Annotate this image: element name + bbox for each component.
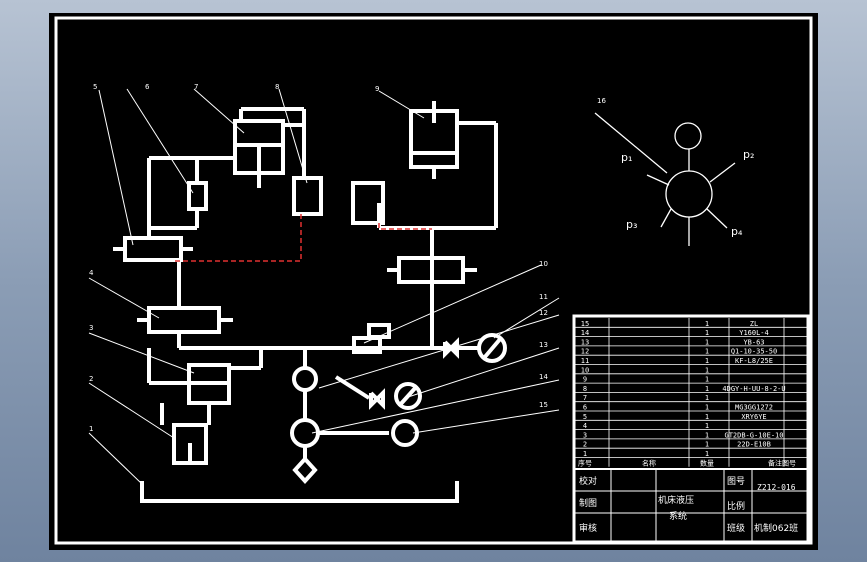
callout-4: 4 [89,269,94,277]
bom-cell-qty: 1 [705,441,709,449]
pressure-label-p4: p₄ [731,225,743,238]
label-check: 校对 [579,475,597,487]
bom-cell-qty: 1 [705,404,709,412]
bom-cell-qty: 1 [705,385,709,393]
callout-6: 6 [145,83,150,91]
bom-header-qty: 数量 [700,458,714,467]
callout-12: 12 [539,309,548,317]
callout-7: 7 [194,83,198,91]
bom-cell-no: 4 [583,422,587,430]
filter-15 [292,456,318,484]
bom-cell-qty: 1 [705,431,709,439]
bom-header-no: 序号 [578,458,592,467]
callout-leaders [88,88,560,484]
bom-cell-no: 14 [581,329,589,337]
drawing-border [54,16,813,545]
valve-small-left [187,181,208,211]
pressure-diagram [594,112,736,246]
bom-cell-no: 3 [583,431,587,439]
bom-cell-qty: 1 [705,320,709,328]
bom-cell-no: 9 [583,376,587,384]
bom-cell-no: 6 [583,404,587,412]
callout-5: 5 [93,83,97,91]
bom-header-remark: 备注图号 [768,458,796,467]
motor-14 [391,419,419,447]
bom-cell-no: 5 [583,413,587,421]
callout-15: 15 [539,401,548,409]
cad-viewport[interactable]: 5 6 7 8 9 16 4 3 2 1 10 11 12 13 14 15 p… [49,13,818,550]
bom-cell-qty: 1 [705,338,709,346]
bom-cell-qty: 1 [705,450,709,458]
label-review: 审核 [579,522,597,534]
bom-header-name: 名称 [642,458,656,467]
pressure-labels: p₁ p₂ p₃ p₄ [621,148,754,238]
callout-numbers: 5 6 7 8 9 16 4 3 2 1 10 11 12 13 14 15 [89,83,606,433]
bom-cell-spec: XRY6YE [741,413,766,421]
callout-10: 10 [539,260,548,268]
bom-cell-spec: Q1-10-35-50 [731,348,777,356]
drawing-number: Z212-016 [757,483,796,492]
bom-cell-qty: 1 [705,413,709,421]
callout-3: 3 [89,324,93,332]
bom-cell-spec: KF-L8/25E [735,357,773,365]
title-line2: 系统 [669,510,687,522]
bom-cell-no: 10 [581,366,589,374]
callout-14: 14 [539,373,548,381]
bom-cell-no: 7 [583,394,587,402]
bom-cell-spec: YB-63 [743,338,764,346]
callout-8: 8 [275,83,279,91]
callout-16: 16 [597,97,606,105]
bom-cell-qty: 1 [705,366,709,374]
callout-9: 9 [375,85,379,93]
bom-cell-no: 11 [581,357,589,365]
title-line1: 机床液压 [658,494,694,506]
bom-cell-no: 12 [581,348,589,356]
callout-13: 13 [539,341,548,349]
bom-cell-no: 8 [583,385,587,393]
label-drawn: 制图 [579,497,597,509]
gauge-12 [394,382,422,410]
valve-9b [351,181,385,225]
bom-cell-no: 15 [581,320,589,328]
bom-cell-no: 1 [583,450,587,458]
pilot-lines [175,214,432,262]
callout-2: 2 [89,375,93,383]
bom-cell-qty: 1 [705,376,709,384]
bom-cell-qty: 1 [705,422,709,430]
callout-1: 1 [89,425,93,433]
callout-11: 11 [539,293,548,301]
bom-cell-spec: Y160L-4 [739,329,769,337]
bom-cell-spec: 22D-E10B [737,441,771,449]
bom-cell-qty: 1 [705,357,709,365]
bom-cell-qty: 1 [705,348,709,356]
label-drawing-no: 图号 [727,476,745,487]
valve-6 [147,306,221,334]
valve-8 [292,176,323,216]
hydraulic-schematic: 5 6 7 8 9 16 4 3 2 1 10 11 12 13 14 15 p… [54,16,813,545]
bom-cell-spec: GT2DB-G-10E-10 [724,431,783,439]
bom-cell-spec: ZL [750,320,758,328]
pump-check [292,366,318,392]
valve-5 [123,236,183,262]
bom-cell-spec: 4DGY-H-UU-8-2-U [722,385,785,393]
pressure-label-p1: p₁ [621,151,632,164]
bom-cell-no: 13 [581,338,589,346]
class-value: 机制062班 [754,522,798,534]
bom-cell-qty: 1 [705,394,709,402]
label-scale: 比例 [727,500,745,512]
label-class: 班级 [727,522,745,534]
bom-cell-no: 2 [583,441,587,449]
bom-cell-qty: 1 [705,329,709,337]
pressure-label-p2: p₂ [743,148,754,161]
hydraulic-lines [113,101,507,503]
pressure-label-p3: p₃ [626,218,637,231]
bom-cell-spec: MG3GG1272 [735,404,773,412]
tank-1 [140,481,459,503]
